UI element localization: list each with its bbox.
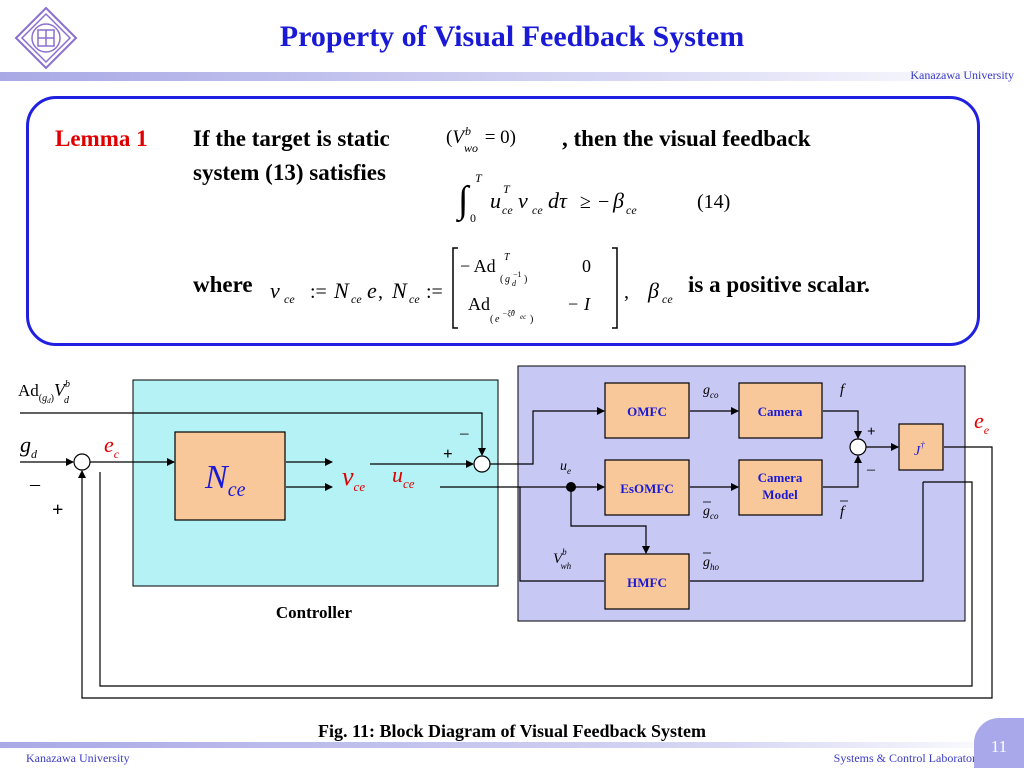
hmfc-label: HMFC (627, 575, 667, 590)
f-label: f (840, 382, 846, 398)
page-title: Property of Visual Feedback System (279, 20, 745, 53)
svg-text:β: β (612, 188, 624, 213)
minus-sign-1: – (29, 473, 41, 495)
plus-sign-3: + (867, 424, 876, 440)
svg-text:d: d (512, 279, 517, 288)
svg-text:T: T (475, 171, 483, 185)
svg-text:): ) (524, 274, 527, 285)
svg-text:ce: ce (626, 203, 637, 217)
ee-label: ee (974, 408, 990, 437)
f-bar-label: f (840, 504, 846, 520)
equation-number: (14) (697, 191, 731, 213)
camera-block (738, 382, 823, 439)
svg-text:N: N (391, 278, 408, 303)
svg-text:−ξ̂θ: −ξ̂θ (502, 309, 515, 318)
ec-label: ec (104, 432, 120, 461)
svg-text:− Ad: − Ad (460, 256, 496, 276)
esomfc-block (604, 459, 690, 516)
controller-label: Controller (276, 603, 353, 622)
sum-junction-1 (73, 453, 91, 471)
svg-text:(: ( (490, 314, 494, 325)
footer-lab: Systems & Control Laboratory (833, 751, 982, 765)
svg-text:ν: ν (518, 188, 528, 213)
nce-definition: ν ce := N ce e , N ce := − Ad T ( g d −1… (268, 240, 688, 334)
svg-text:(: ( (500, 274, 504, 285)
footer-university: Kanazawa University (26, 751, 130, 765)
page-number: 11 (974, 718, 1024, 768)
svg-text:ec: ec (520, 313, 527, 321)
svg-text:,: , (624, 281, 629, 303)
svg-text:g: g (505, 274, 510, 285)
lemma-text-1b: , then the visual feedback (562, 126, 811, 151)
svg-text:−: − (568, 294, 578, 314)
ue-label: ue (560, 459, 571, 476)
omfc-block (604, 382, 690, 439)
nce-block (174, 431, 286, 521)
svg-text:ce: ce (502, 203, 513, 217)
svg-text:−: − (598, 191, 609, 213)
svg-text::=: := (310, 281, 327, 303)
lemma-where: where (193, 272, 253, 297)
svg-text:−1: −1 (513, 270, 522, 279)
svg-text:u: u (490, 188, 501, 213)
camera-model-label-1: Camera (758, 470, 803, 485)
omfc-label: OMFC (627, 404, 667, 419)
nce-symbol: Nce (204, 459, 246, 501)
gd-label: gd (20, 432, 38, 461)
header-university: Kanazawa University (910, 68, 1014, 82)
svg-text:T: T (503, 182, 511, 196)
plus-sign-2: + (443, 444, 453, 463)
lemma-label: Lemma 1 (55, 126, 148, 151)
plus-sign-1: + (52, 499, 63, 521)
svg-text::=: := (426, 281, 443, 303)
hmfc-block (604, 553, 690, 610)
header-bar (0, 72, 1024, 81)
svg-text:ce: ce (662, 292, 673, 306)
svg-text:ν: ν (270, 278, 280, 303)
lemma-tail: is a positive scalar. (688, 272, 870, 297)
svg-text:∫: ∫ (456, 179, 471, 223)
esomfc-label: EsOMFC (620, 481, 673, 496)
svg-text:I: I (583, 294, 591, 314)
camera-label: Camera (758, 404, 803, 419)
minus-sign-3: – (866, 461, 876, 478)
jdagger-block (898, 423, 944, 471)
svg-text:ce: ce (351, 292, 362, 306)
svg-text:e: e (367, 278, 377, 303)
jdagger-label: J† (914, 440, 925, 459)
inequality-14: ∫ T 0 u T ce ν ce dτ ≥ − β ce (456, 170, 696, 226)
svg-text:dτ: dτ (548, 188, 568, 213)
svg-text:ce: ce (284, 292, 295, 306)
lemma-box (26, 96, 980, 346)
sum-junction-3 (849, 438, 867, 456)
lemma-text-2: system (13) satisfies (193, 160, 386, 185)
svg-text:ce: ce (409, 292, 420, 306)
camera-model-label-2: Model (762, 487, 798, 502)
svg-text:0: 0 (470, 211, 476, 225)
svg-text:,: , (378, 281, 383, 303)
sum-junction-2 (473, 455, 491, 473)
svg-text:Ad: Ad (468, 294, 490, 314)
svg-text:0: 0 (582, 256, 591, 276)
camera-model-block (738, 459, 823, 516)
svg-text:β: β (647, 278, 659, 303)
figure-caption: Fig. 11: Block Diagram of Visual Feedbac… (318, 721, 706, 741)
university-logo (14, 6, 78, 70)
svg-text:e: e (495, 314, 500, 325)
svg-text:N: N (333, 278, 350, 303)
svg-text:ce: ce (532, 203, 543, 217)
minus-sign-2: – (459, 423, 469, 442)
svg-text:≥: ≥ (580, 191, 591, 213)
lemma-text-1a: If the target is static (193, 126, 390, 151)
svg-text:T: T (504, 252, 511, 263)
svg-text:): ) (530, 314, 533, 325)
footer-bar (0, 742, 1024, 748)
